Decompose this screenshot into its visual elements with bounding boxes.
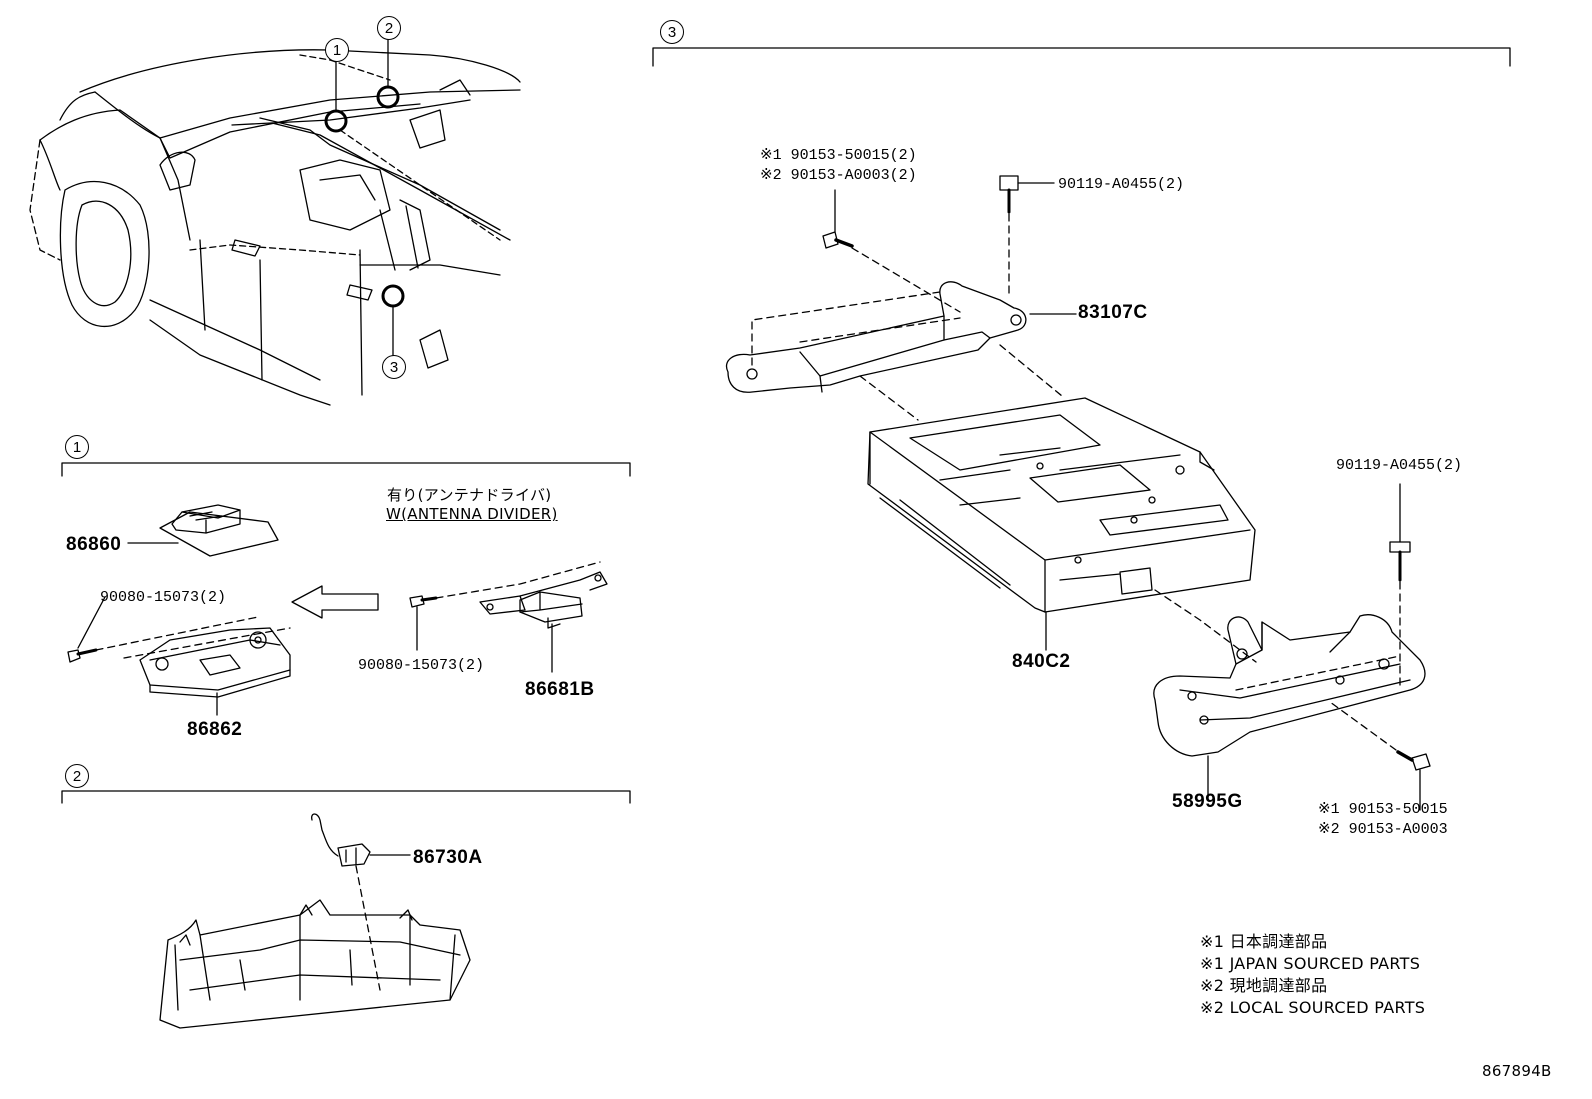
section-2-parts (159, 813, 471, 1029)
part-label-bolt-90119-A0455-top[interactable]: 90119-A0455(2) (1058, 176, 1185, 193)
legend-line-1: ※1 日本調達部品 (1200, 932, 1328, 951)
part-label-86730A[interactable]: 86730A (413, 847, 483, 868)
part-label-bolt-90153-50015-top[interactable]: ※1 90153-50015(2) (760, 147, 917, 164)
callout-1-overview[interactable]: 1 (325, 38, 349, 62)
legend-line-4: ※2 LOCAL SOURCED PARTS (1200, 998, 1426, 1017)
part-label-bolt-90153-A0003-bottom[interactable]: ※2 90153-A0003 (1318, 821, 1448, 838)
part-label-86860[interactable]: 86860 (66, 534, 122, 555)
part-label-bolt-90080-left[interactable]: 90080-15073(2) (100, 589, 227, 606)
part-label-bolt-90080-right[interactable]: 90080-15073(2) (358, 657, 485, 674)
part-label-86862[interactable]: 86862 (187, 719, 243, 740)
callout-3-overview[interactable]: 3 (382, 355, 406, 379)
option-note-en: W(ANTENNA DIVIDER) (386, 505, 558, 523)
part-label-58995G[interactable]: 58995G (1172, 791, 1243, 812)
part-label-86681B[interactable]: 86681B (525, 679, 595, 700)
part-label-bolt-90153-50015-bottom[interactable]: ※1 90153-50015 (1318, 801, 1448, 818)
section-1-parts (67, 504, 608, 716)
callout-2-overview[interactable]: 2 (377, 16, 401, 40)
vehicle-overview (29, 39, 521, 406)
legend-line-2: ※1 JAPAN SOURCED PARTS (1200, 954, 1421, 973)
part-label-bolt-90119-A0455-right[interactable]: 90119-A0455(2) (1336, 457, 1463, 474)
callout-1-section[interactable]: 1 (65, 435, 89, 459)
part-label-840C2[interactable]: 840C2 (1012, 651, 1071, 672)
part-label-83107C[interactable]: 83107C (1078, 302, 1148, 323)
section-brackets (61, 47, 1511, 804)
option-note-jp: 有り(アンテナドライバ) (387, 486, 552, 504)
callout-3-section[interactable]: 3 (660, 20, 684, 44)
part-label-bolt-90153-A0003-top[interactable]: ※2 90153-A0003(2) (760, 167, 917, 184)
legend-line-3: ※2 現地調達部品 (1200, 976, 1328, 995)
diagram-id: 867894B (1482, 1062, 1552, 1080)
callout-2-section[interactable]: 2 (65, 764, 89, 788)
section-3-parts (725, 175, 1431, 811)
